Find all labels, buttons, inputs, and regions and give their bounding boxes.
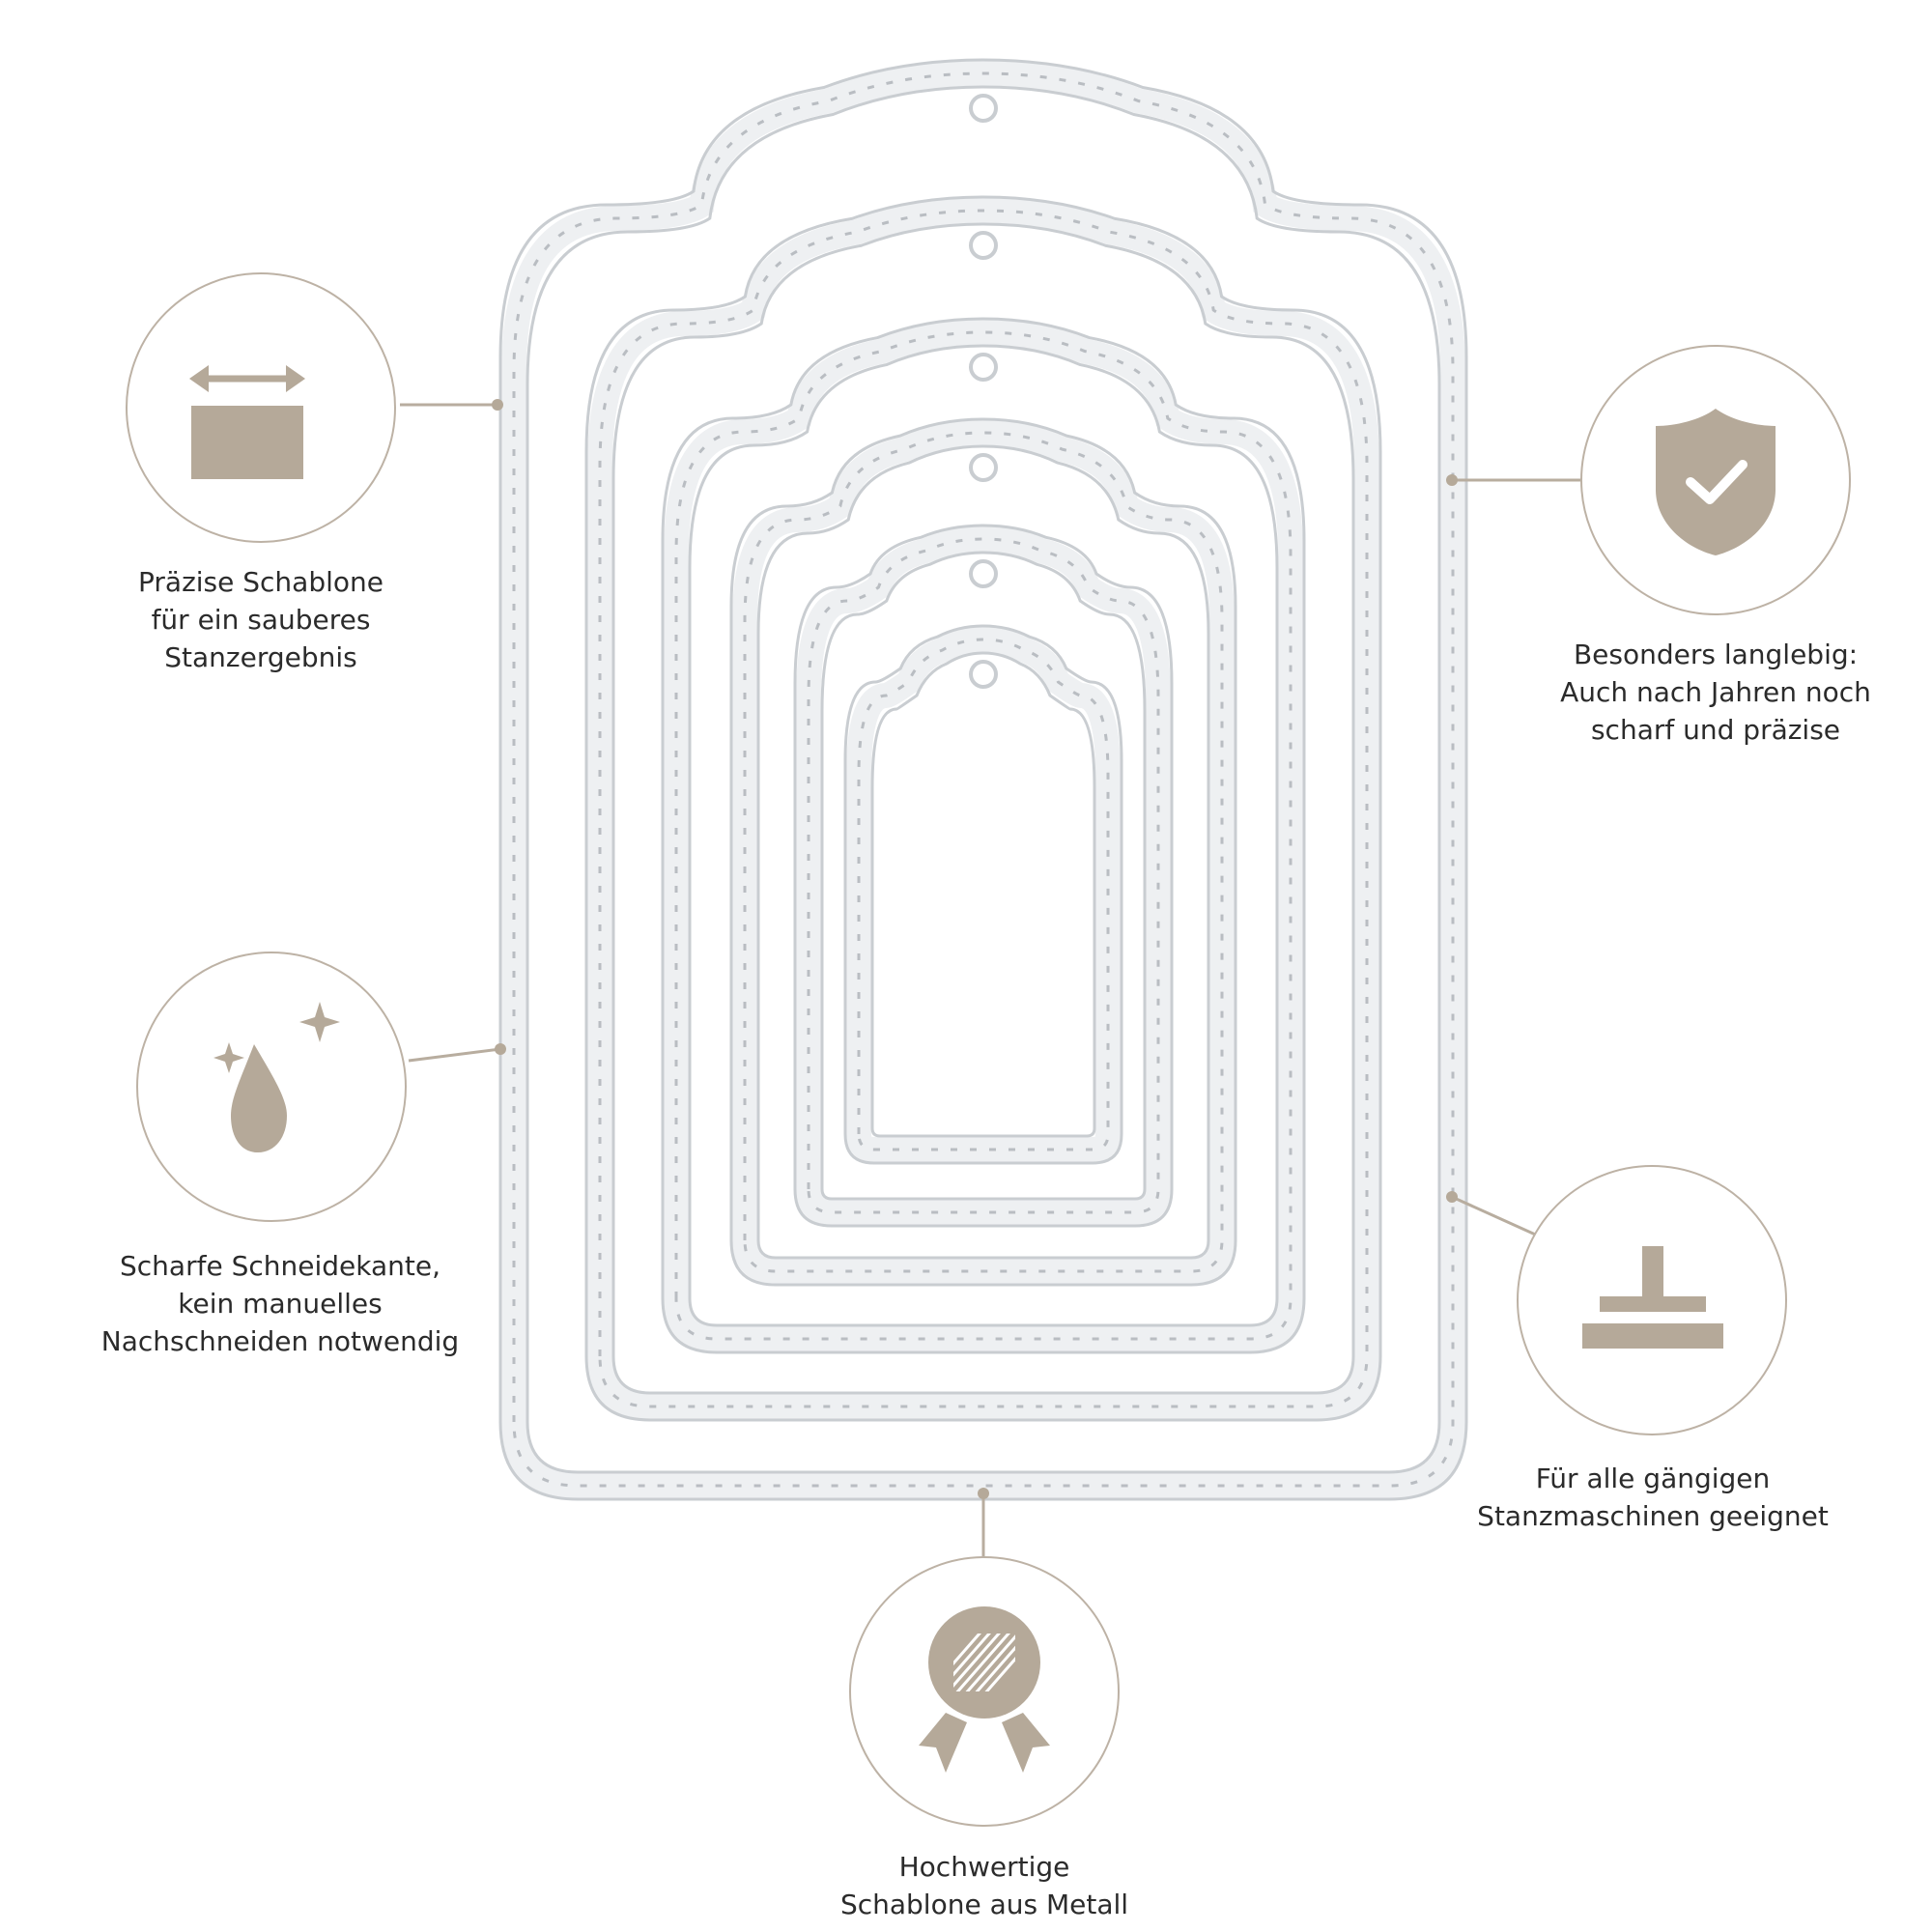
feature-metal-caption: Hochwertige Schablone aus Metall (772, 1848, 1197, 1923)
tag-die-outer-edge (729, 417, 1237, 1287)
feature-durable-circle (1580, 345, 1851, 615)
tag-die-inner-edge (688, 344, 1279, 1327)
quality-badge-icon (919, 1606, 1050, 1773)
caption-line: Stanzergebnis (164, 641, 357, 673)
tag-die-inner-edge (611, 222, 1355, 1395)
tag-die-hole (969, 559, 998, 588)
die-cut-press-icon (1582, 1246, 1723, 1349)
feature-machines-circle (1517, 1165, 1787, 1435)
tag-die-band (846, 626, 1121, 1162)
feature-sharp-caption: Scharfe Schneidekante, kein manuelles Na… (68, 1247, 493, 1360)
tag-die-outer-edge (498, 58, 1468, 1501)
feature-metal-circle (849, 1556, 1120, 1827)
tag-die-hole (969, 353, 998, 382)
tag-die-inner-edge (526, 85, 1441, 1474)
caption-line: Auch nach Jahren noch (1560, 676, 1871, 708)
tag-die-hole (969, 94, 998, 123)
tag-die-stitch-line (674, 330, 1293, 1341)
tag-die-outer-edge (584, 195, 1382, 1422)
shield-check-icon (1656, 409, 1776, 555)
caption-line: Schablone aus Metall (839, 1889, 1129, 1920)
feature-precise-caption: Präzise Schablone für ein sauberes Stanz… (48, 563, 473, 676)
caption-line: Stanzmaschinen geeignet (1477, 1500, 1829, 1532)
drop-sparkle-icon (213, 1002, 340, 1152)
tag-die-band (732, 419, 1235, 1284)
tag-die-outer-edge (661, 317, 1306, 1354)
caption-line: kein manuelles (178, 1288, 383, 1320)
tag-die-outer-edge (793, 524, 1174, 1228)
feature-durable-caption: Besonders langlebig: Auch nach Jahren no… (1503, 636, 1928, 749)
tag-die-inner-edge (820, 551, 1147, 1201)
tag-die-band (664, 319, 1303, 1351)
width-arrow-block-icon (189, 365, 305, 479)
tag-die-inner-edge (870, 651, 1096, 1138)
feature-machines-caption: Für alle gängigen Stanzmaschinen geeigne… (1440, 1460, 1865, 1535)
tag-die-inner-edge (756, 444, 1210, 1260)
tag-die-stitch-line (512, 71, 1455, 1488)
tag-die-outer-edge (843, 624, 1123, 1165)
feature-precise-circle (126, 272, 396, 543)
feature-sharp-circle (136, 952, 407, 1222)
tag-die-hole (969, 660, 998, 689)
caption-line: Besonders langlebig: (1573, 639, 1859, 670)
tag-die-stitch-line (807, 537, 1160, 1214)
caption-line: Scharfe Schneidekante, (120, 1250, 440, 1282)
caption-line: Für alle gängigen (1535, 1463, 1771, 1494)
tag-die-hole (969, 231, 998, 260)
caption-line: Nachschneiden notwendig (100, 1325, 460, 1357)
caption-line: Präzise Schablone (138, 566, 384, 598)
caption-line: scharf und präzise (1590, 714, 1841, 746)
caption-line: für ein sauberes (151, 604, 371, 636)
caption-line: Hochwertige (898, 1851, 1070, 1883)
tag-die-band (587, 197, 1379, 1419)
tag-die-hole (969, 453, 998, 482)
tag-die-stitch-line (857, 638, 1110, 1151)
